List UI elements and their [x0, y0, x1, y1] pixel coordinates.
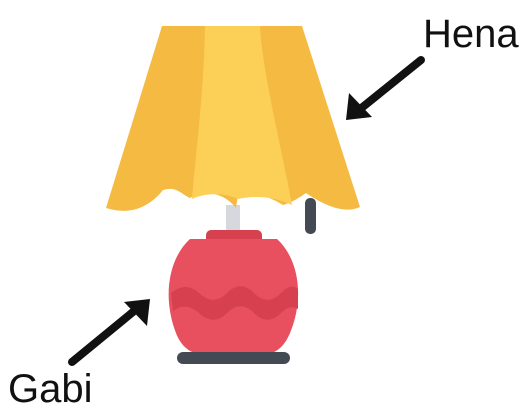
table-lamp-icon: [106, 26, 360, 364]
arrow-up-right-icon: [68, 299, 150, 366]
label-gabi: Gabi: [8, 367, 93, 411]
pull-chain: [305, 198, 316, 234]
label-hena: Hena: [423, 12, 519, 56]
arrow-down-left-icon: [346, 56, 425, 120]
lamp-foot: [177, 352, 290, 364]
lamp-stem: [226, 205, 240, 235]
lamp-base: [168, 230, 299, 354]
lamp-shade: [106, 26, 360, 211]
